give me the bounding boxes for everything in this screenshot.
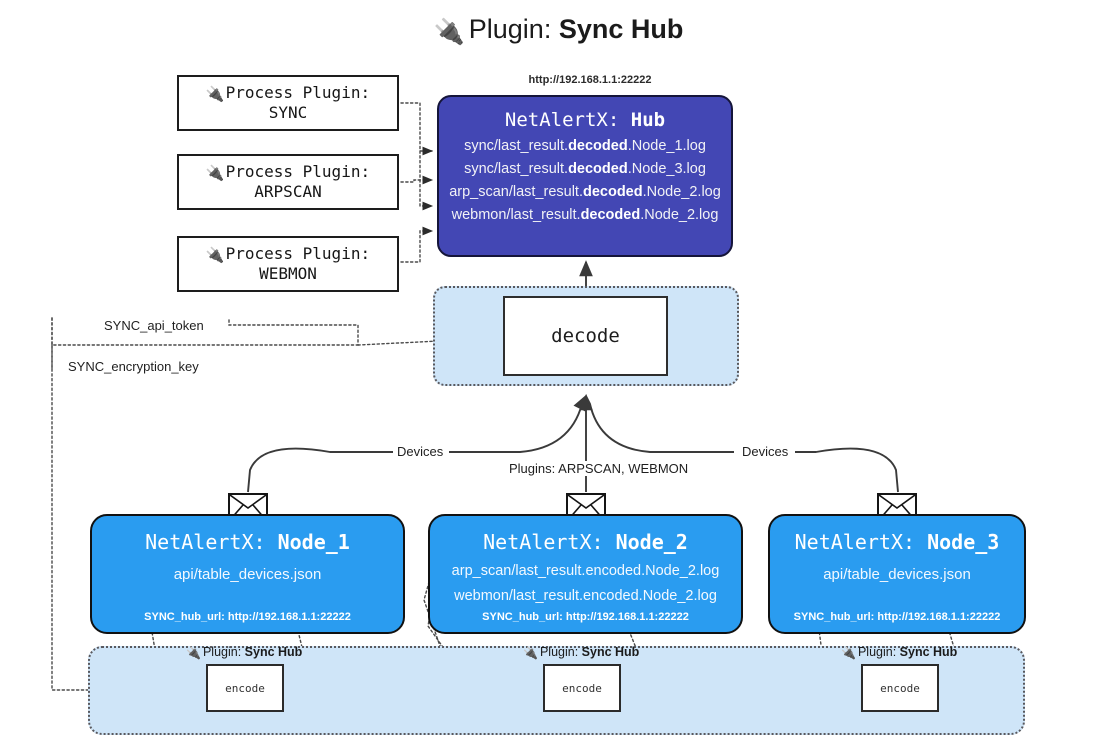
node-hub-url: SYNC_hub_url: http://192.168.1.1:22222 <box>430 611 741 623</box>
label-sync-encryption-key: SYNC_encryption_key <box>64 359 203 374</box>
encoder-label-prefix: Plugin: <box>202 645 245 659</box>
node-file-line: api/table_devices.json <box>823 566 971 583</box>
plug-icon: 🔌 <box>205 164 225 183</box>
process-plugin-heading-text: Process Plugin: <box>225 162 371 182</box>
page-title-name: Sync Hub <box>558 14 684 44</box>
node-box-node-3[interactable]: NetAlertX: Node_3 api/table_devices.json… <box>768 514 1026 634</box>
encoder-plugin-label: 🔌Plugin: Sync Hub <box>186 645 302 660</box>
process-plugin-name: ARPSCAN <box>254 182 322 202</box>
process-plugin-heading: 🔌Process Plugin: <box>206 83 370 103</box>
node-hub-url-value: http://192.168.1.1:22222 <box>227 611 351 623</box>
node-title-prefix: NetAlertX: <box>794 530 928 554</box>
page-title: 🔌Plugin: Sync Hub <box>0 14 1117 47</box>
hub-file-3-em: decoded <box>582 184 643 200</box>
plug-icon: 🔌 <box>523 646 538 660</box>
label-sync-api-token: SYNC_api_token <box>100 318 208 333</box>
hub-file-1: sync/last_result.decoded.Node_1.log <box>439 138 731 154</box>
label-plugins-middle: Plugins: ARPSCAN, WEBMON <box>505 461 693 476</box>
process-plugin-webmon[interactable]: 🔌Process Plugin: WEBMON <box>177 236 399 292</box>
encode-box-node-1[interactable]: encode <box>206 664 284 712</box>
node-title-name: Node_2 <box>615 530 688 554</box>
node-hub-url: SYNC_hub_url: http://192.168.1.1:22222 <box>770 611 1024 623</box>
hub-file-2-pre: sync/last_result. <box>464 161 569 177</box>
hub-title-prefix: NetAlertX: <box>504 109 631 131</box>
node-title-name: Node_3 <box>927 530 1000 554</box>
encoder-label-prefix: Plugin: <box>857 645 900 659</box>
node-file-line: webmon/last_result.encoded.Node_2.log <box>454 588 717 604</box>
node-hub-url: SYNC_hub_url: http://192.168.1.1:22222 <box>92 611 403 623</box>
decode-box[interactable]: decode <box>503 296 668 376</box>
label-devices-left: Devices <box>393 444 448 459</box>
label-devices-right: Devices <box>738 444 793 459</box>
encode-box-node-3[interactable]: encode <box>861 664 939 712</box>
hub-file-4: webmon/last_result.decoded.Node_2.log <box>439 207 731 223</box>
encode-box-node-2[interactable]: encode <box>543 664 621 712</box>
process-plugin-heading-text: Process Plugin: <box>225 244 371 264</box>
process-plugin-name: SYNC <box>268 103 308 123</box>
encoder-label-name: Sync Hub <box>581 645 640 659</box>
plug-icon: 🔌 <box>205 246 225 265</box>
hub-box[interactable]: NetAlertX: Hub sync/last_result.decoded.… <box>437 95 733 257</box>
node-title-prefix: NetAlertX: <box>483 530 616 554</box>
node-title: NetAlertX: Node_1 <box>92 530 403 554</box>
node-title-prefix: NetAlertX: <box>145 530 278 554</box>
hub-file-4-post: .Node_2.log <box>640 207 719 223</box>
encoder-label-prefix: Plugin: <box>539 645 582 659</box>
encoder-label-name: Sync Hub <box>244 645 303 659</box>
hub-file-1-post: .Node_1.log <box>627 138 706 154</box>
node-file-line: arp_scan/last_result.encoded.Node_2.log <box>451 563 720 579</box>
hub-file-1-pre: sync/last_result. <box>464 138 569 154</box>
page-title-prefix: Plugin: <box>468 14 559 44</box>
process-plugin-heading: 🔌Process Plugin: <box>206 162 370 182</box>
hub-file-3-post: .Node_2.log <box>642 184 721 200</box>
hub-url-label: http://192.168.1.1:22222 <box>528 74 652 86</box>
hub-file-2-em: decoded <box>568 161 628 177</box>
node-hub-url-value: http://192.168.1.1:22222 <box>877 611 1001 623</box>
plug-icon: 🔌 <box>205 85 225 104</box>
plug-icon: 🔌 <box>841 646 856 660</box>
encoder-plugin-label: 🔌Plugin: Sync Hub <box>523 645 639 660</box>
node-title-name: Node_1 <box>277 530 350 554</box>
hub-file-3: arp_scan/last_result.decoded.Node_2.log <box>439 184 731 200</box>
process-plugin-heading-text: Process Plugin: <box>225 83 371 103</box>
node-box-node-1[interactable]: NetAlertX: Node_1 api/table_devices.json… <box>90 514 405 634</box>
encoder-label-name: Sync Hub <box>899 645 958 659</box>
node-title: NetAlertX: Node_3 <box>770 530 1024 554</box>
hub-title: NetAlertX: Hub <box>439 109 731 131</box>
node-hub-url-key: SYNC_hub_url: <box>144 611 228 623</box>
hub-file-2: sync/last_result.decoded.Node_3.log <box>439 161 731 177</box>
process-plugin-sync[interactable]: 🔌Process Plugin: SYNC <box>177 75 399 131</box>
node-box-node-2[interactable]: NetAlertX: Node_2 arp_scan/last_result.e… <box>428 514 743 634</box>
plug-icon: 🔌 <box>433 18 465 46</box>
hub-file-4-em: decoded <box>580 207 641 223</box>
node-hub-url-key: SYNC_hub_url: <box>793 611 878 623</box>
process-plugin-heading: 🔌Process Plugin: <box>206 244 370 264</box>
hub-title-name: Hub <box>630 109 666 131</box>
encoder-plugin-label: 🔌Plugin: Sync Hub <box>841 645 957 660</box>
hub-file-2-post: .Node_3.log <box>627 161 706 177</box>
node-hub-url-value: http://192.168.1.1:22222 <box>565 611 689 623</box>
node-title: NetAlertX: Node_2 <box>430 530 741 554</box>
node-file-line: api/table_devices.json <box>173 566 322 583</box>
node-hub-url-key: SYNC_hub_url: <box>482 611 566 623</box>
process-plugin-name: WEBMON <box>259 264 317 284</box>
plug-icon: 🔌 <box>186 646 201 660</box>
hub-file-3-pre: arp_scan/last_result. <box>449 184 583 200</box>
hub-file-1-em: decoded <box>568 138 628 154</box>
process-plugin-arpscan[interactable]: 🔌Process Plugin: ARPSCAN <box>177 154 399 210</box>
hub-file-4-pre: webmon/last_result. <box>451 207 581 223</box>
